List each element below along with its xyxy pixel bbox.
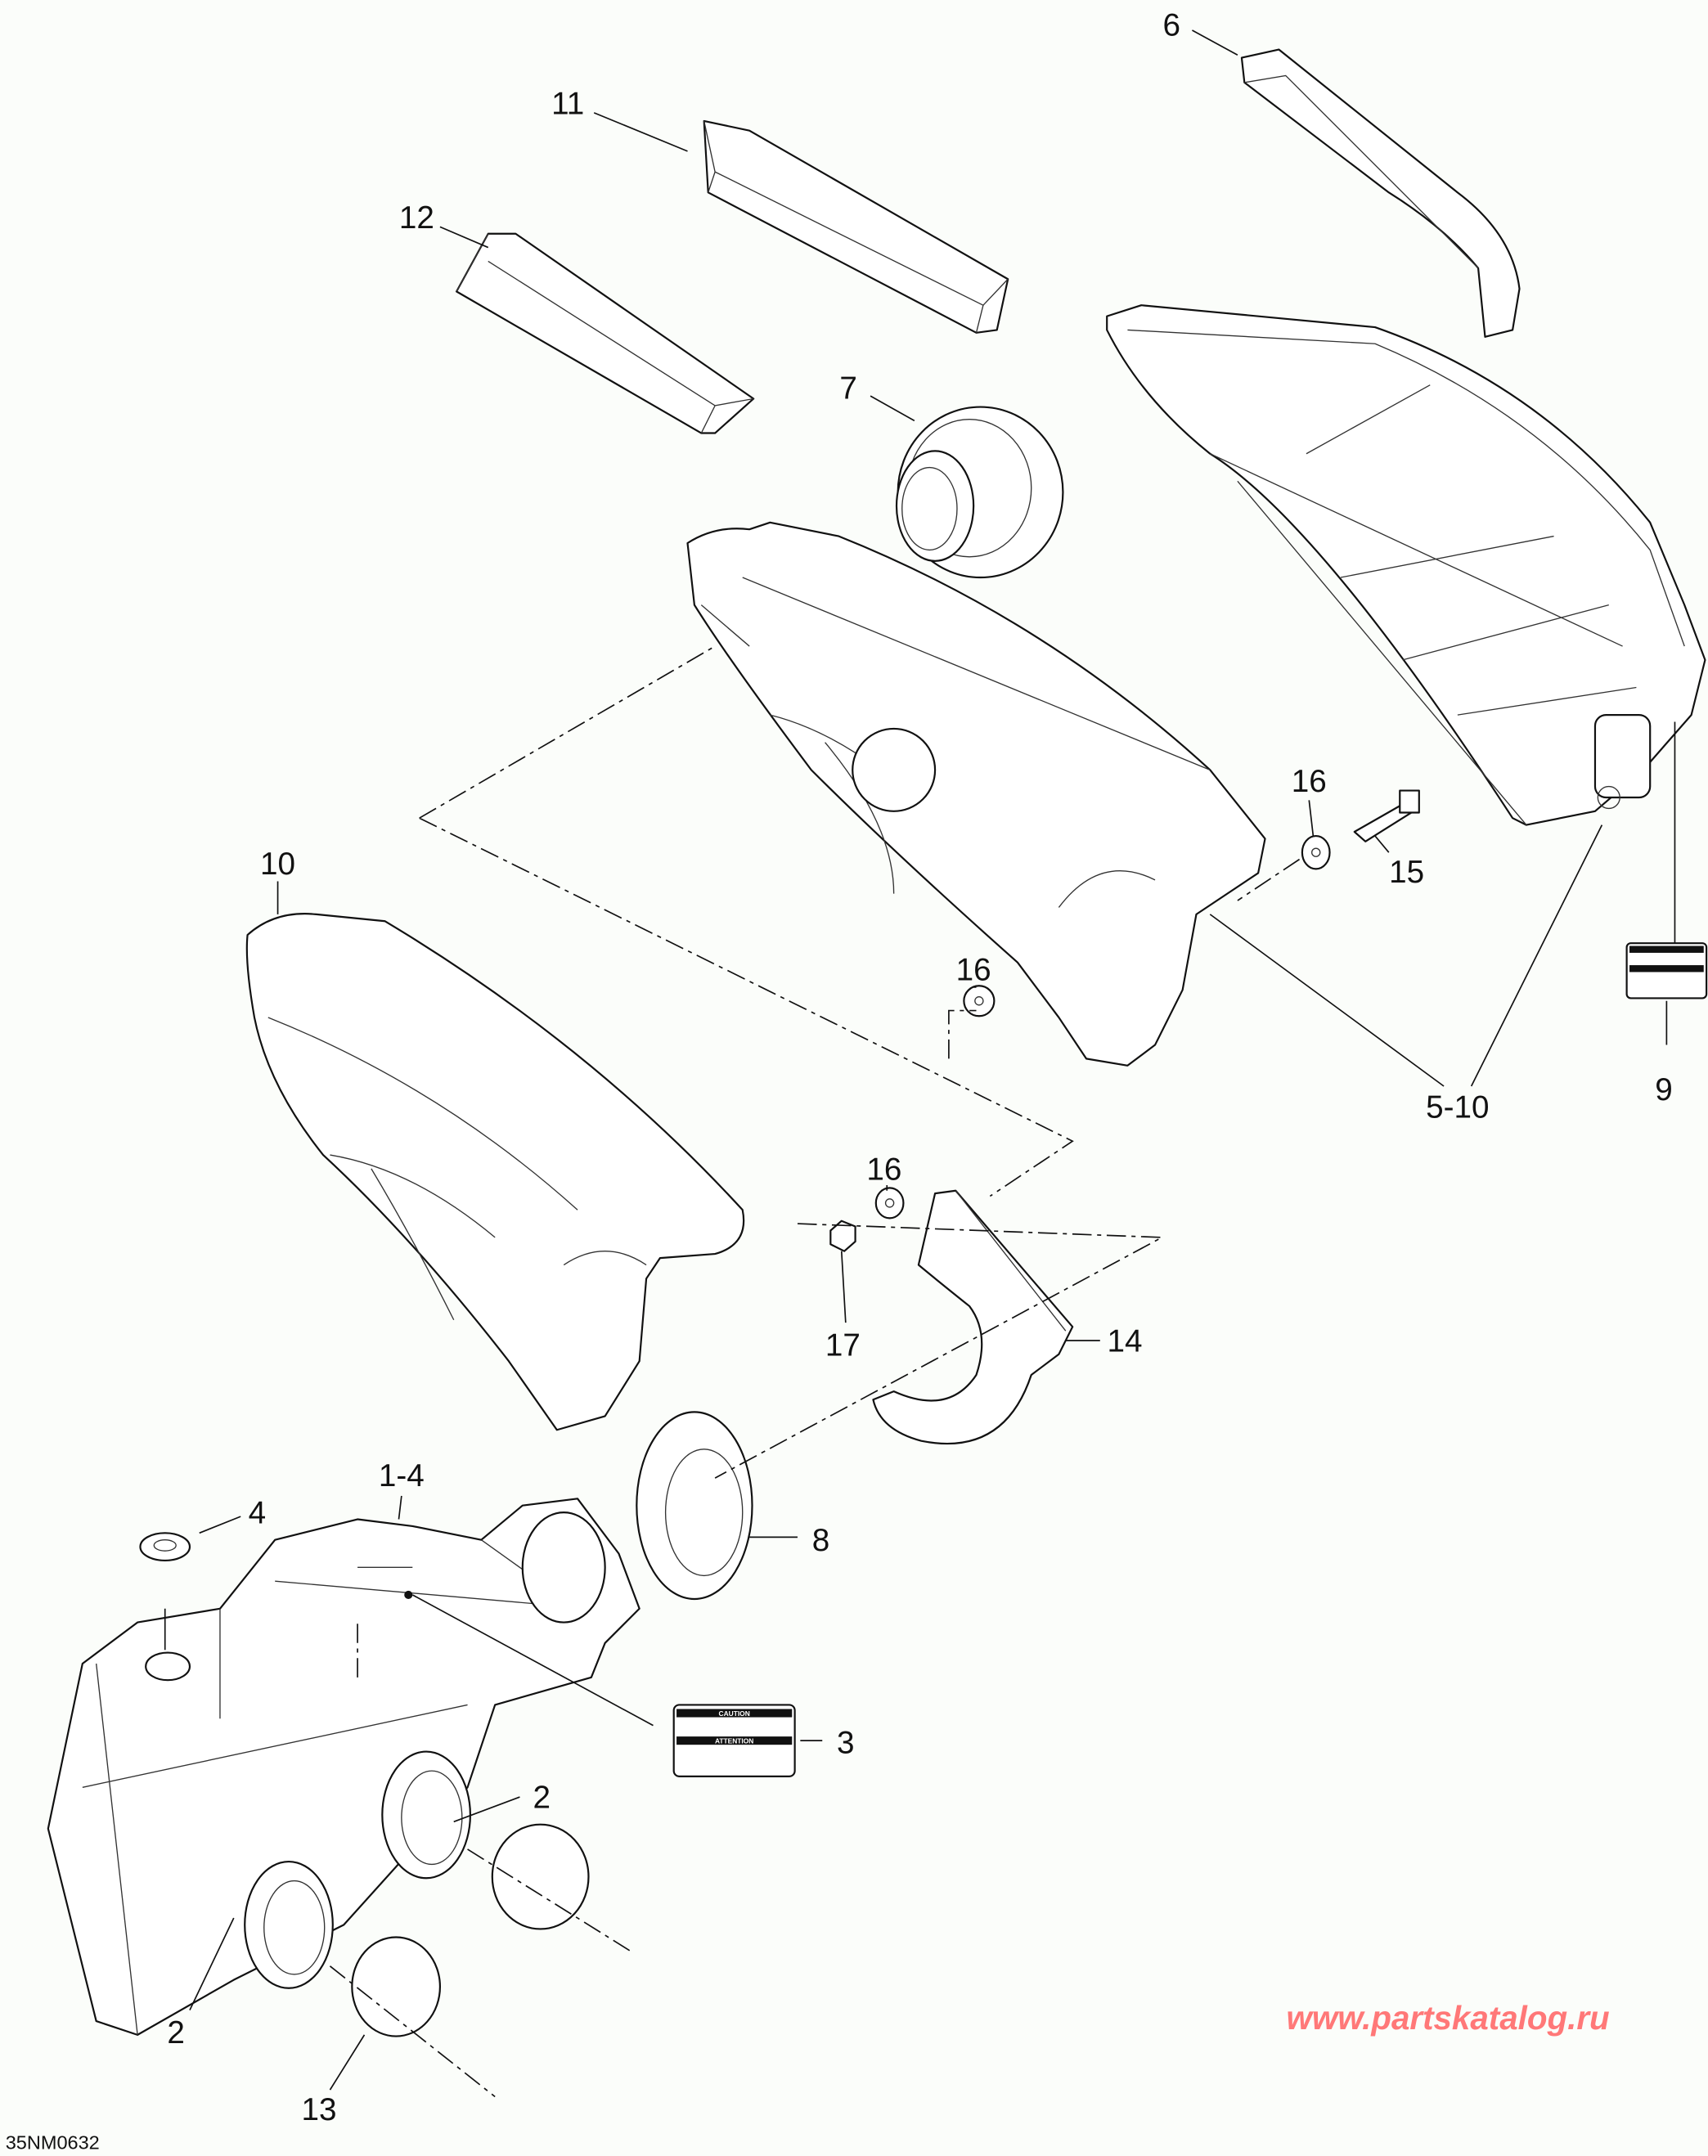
callout-5-10: 5-10 xyxy=(1426,1090,1489,1125)
callout-2: 2 xyxy=(167,2015,185,2050)
decal-part-3: CAUTION ATTENTION xyxy=(672,1704,796,1777)
part-8-ring xyxy=(636,1411,753,1601)
callout-7: 7 xyxy=(839,371,856,406)
callout-2: 2 xyxy=(533,1781,551,1816)
hardware xyxy=(829,789,1420,1252)
callout-16: 16 xyxy=(956,953,991,988)
part-11-foam xyxy=(703,119,1009,334)
decal-caution-text: CAUTION xyxy=(719,1709,750,1718)
callout-15: 15 xyxy=(1389,855,1424,890)
callout-13: 13 xyxy=(301,2092,336,2127)
part-10-cover xyxy=(245,913,745,1431)
callout-12: 12 xyxy=(399,200,434,236)
callout-1-4: 1-4 xyxy=(379,1458,425,1493)
callout-16: 16 xyxy=(1292,764,1327,799)
part-6-foam xyxy=(1240,48,1521,338)
callouts: 6 11 12 7 10 16 15 16 5-10 9 16 17 14 1-… xyxy=(167,8,1672,2127)
callout-8: 8 xyxy=(812,1523,830,1558)
part-12-foam xyxy=(455,232,755,434)
part-5-10-cover xyxy=(1106,304,1706,826)
part-7-boot xyxy=(895,406,1064,579)
callout-11: 11 xyxy=(551,87,584,122)
part-14-bracket xyxy=(872,1189,1074,1445)
callout-9: 9 xyxy=(1655,1072,1673,1107)
leader-lines xyxy=(164,29,1676,2098)
part-13-clamps xyxy=(351,1823,590,2037)
decal-attention-text: ATTENTION xyxy=(715,1737,753,1745)
diagram-code: 35NM0632 xyxy=(6,2131,100,2153)
watermark: www.partskatalog.ru xyxy=(1287,1999,1610,2037)
callout-17: 17 xyxy=(825,1327,861,1363)
decal-part-9 xyxy=(1625,942,1708,999)
callout-10: 10 xyxy=(260,847,295,882)
part-housing-upper xyxy=(686,521,1266,1067)
part-1-4-airbox xyxy=(47,1498,640,2036)
callout-3: 3 xyxy=(837,1725,854,1760)
callout-4: 4 xyxy=(249,1496,267,1531)
callout-16: 16 xyxy=(866,1152,901,1187)
callout-14: 14 xyxy=(1108,1323,1143,1359)
callout-6: 6 xyxy=(1162,8,1180,43)
